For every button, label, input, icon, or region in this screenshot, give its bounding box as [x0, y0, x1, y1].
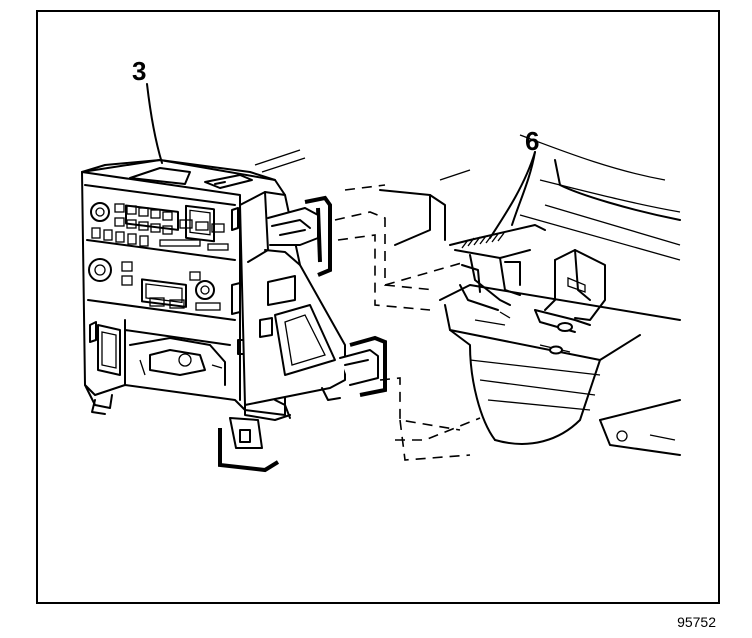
control-buttons [91, 203, 229, 251]
diagram-frame [36, 10, 720, 604]
radio-control-unit [81, 159, 379, 449]
leader-lines [146, 83, 536, 239]
dash-panel-structure [254, 134, 681, 456]
callout-number-3: 3 [132, 56, 147, 86]
alignment-dashed-lines [334, 184, 481, 461]
callout-number-6: 6 [525, 126, 540, 156]
figure-number: 95752 [677, 614, 716, 630]
